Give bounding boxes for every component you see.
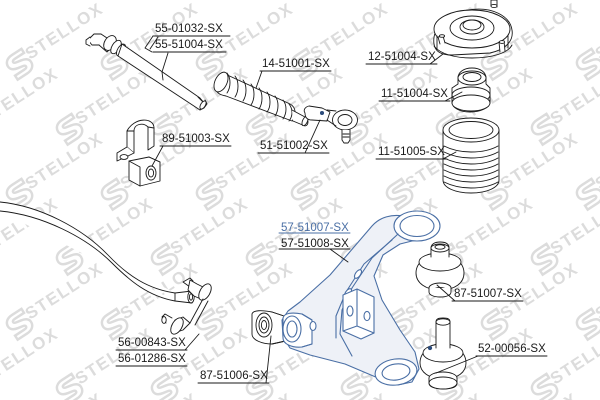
label-strut-mount: 12-51004-SX: [368, 51, 436, 63]
part-control-arm: [281, 210, 441, 386]
leader-lines: [115, 35, 548, 384]
label-outer-tie-rod: 51-51002-SX: [260, 140, 328, 152]
part-inner-tie-rod: [85, 33, 208, 111]
label-stab-link-b: 56-01286-SX: [118, 353, 186, 365]
label-upper-ball-joint: 87-51007-SX: [454, 288, 522, 300]
part-stabilizer-bushing: [128, 156, 161, 187]
part-stabilizer-bar: [0, 201, 195, 304]
label-lower-ball-joint: 52-00056-SX: [478, 343, 546, 355]
part-stabilizer-link: [161, 277, 212, 335]
label-arm-bushing: 87-51006-SX: [200, 370, 268, 382]
label-stabilizer-bushing: 89-51003-SX: [162, 133, 230, 145]
part-stabilizer-clamp: [116, 119, 155, 162]
label-control-arm-a: 57-51007-SX: [281, 222, 349, 234]
label-steering-boot: 14-51001-SX: [262, 58, 330, 70]
label-stab-link-a: 56-00843-SX: [118, 337, 186, 349]
label-bump-stop: 11-51004-SX: [381, 88, 448, 100]
part-arm-bushing: [251, 310, 291, 345]
part-dust-boot: [442, 117, 500, 194]
part-strut-mount: [433, 0, 513, 59]
part-bump-stop: [451, 67, 491, 113]
label-dust-boot: 11-51005-SX: [378, 146, 445, 158]
part-upper-ball-joint: [415, 241, 465, 298]
label-control-arm-b: 57-51008-SX: [281, 238, 349, 250]
label-inner-tie-rod-a: 55-01032-SX: [155, 23, 223, 35]
part-lower-ball-joint: [419, 317, 467, 390]
leader-line-arm-b: [278, 248, 351, 263]
part-steering-boot: [213, 71, 309, 127]
part-outer-tie-rod-end: [303, 105, 358, 144]
label-inner-tie-rod-b: 55-51004-SX: [155, 39, 223, 51]
